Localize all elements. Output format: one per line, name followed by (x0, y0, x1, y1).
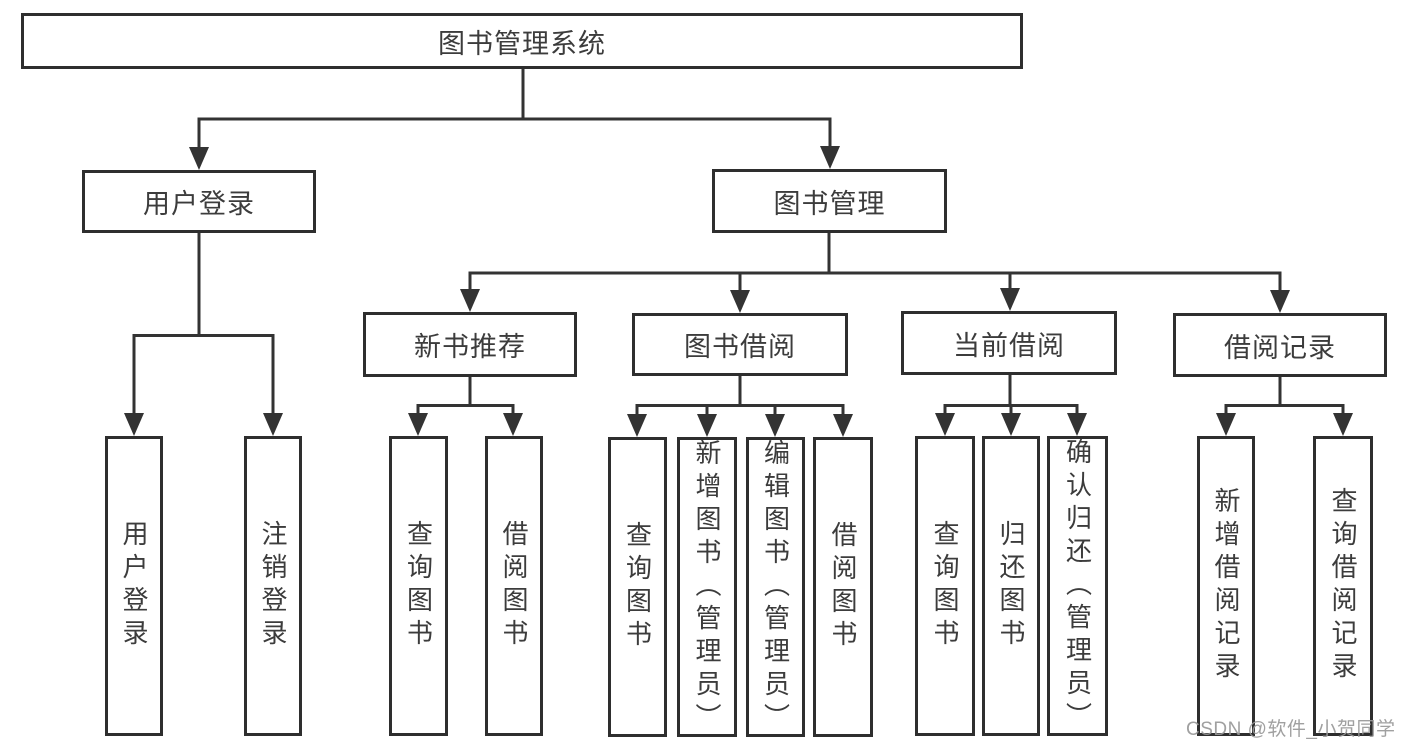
leaf-label: 查询图书 (622, 521, 653, 653)
leaf-login-user-login: 用户登录 (105, 436, 163, 736)
leaf-label: 查询图书 (930, 520, 960, 652)
node-new-book-recommend: 新书推荐 (363, 312, 577, 377)
leaf-label: 注销登录 (258, 520, 288, 652)
node-book-borrowing: 图书借阅 (632, 313, 848, 376)
leaf-label: 新增图书（管理员） (692, 438, 722, 736)
leaf-label: 借阅图书 (499, 520, 529, 652)
edge-root-to-level2 (189, 68, 840, 170)
leaf-label: 归还图书 (996, 520, 1026, 652)
node-current-borrowing: 当前借阅 (901, 311, 1117, 375)
leaf-current-confirm-return-admin: 确认归还（管理员） (1047, 436, 1108, 736)
edge-borrowrecord-to-leaves (1216, 377, 1353, 436)
leaf-label: 用户登录 (119, 520, 149, 652)
leaf-records-add-record: 新增借阅记录 (1197, 436, 1255, 736)
node-user-login: 用户登录 (82, 170, 316, 233)
leaf-current-return-books: 归还图书 (982, 436, 1040, 736)
node-library-system: 图书管理系统 (21, 13, 1023, 69)
leaf-recommend-query-books: 查询图书 (389, 436, 448, 736)
leaf-label: 编辑图书（管理员） (760, 438, 791, 736)
leaf-recommend-borrow-books: 借阅图书 (485, 436, 543, 736)
leaf-borrowing-borrow-books: 借阅图书 (813, 437, 873, 737)
edge-currentborrow-to-leaves (935, 375, 1087, 436)
csdn-watermark: CSDN @软件_小贺同学 (1186, 719, 1396, 740)
leaf-borrowing-edit-books-admin: 编辑图书（管理员） (746, 437, 805, 737)
leaf-label: 新增借阅记录 (1211, 487, 1241, 685)
leaf-current-query-books: 查询图书 (915, 436, 975, 736)
edge-bookmgmt-to-level3 (460, 233, 1290, 313)
edge-bookborrow-to-leaves (627, 376, 853, 437)
edge-userlogin-to-leaves (124, 233, 283, 436)
leaf-login-logout: 注销登录 (244, 436, 302, 736)
leaf-label: 借阅图书 (828, 521, 858, 653)
leaf-label: 确认归还（管理员） (1062, 437, 1093, 735)
node-borrowing-records: 借阅记录 (1173, 313, 1387, 377)
leaf-borrowing-add-books-admin: 新增图书（管理员） (677, 437, 737, 737)
node-book-management: 图书管理 (712, 169, 947, 233)
leaf-records-query-record: 查询借阅记录 (1313, 436, 1373, 736)
leaf-label: 查询借阅记录 (1328, 487, 1358, 685)
leaf-label: 查询图书 (403, 520, 434, 652)
edge-newbookrec-to-leaves (408, 377, 523, 436)
leaf-borrowing-query-books: 查询图书 (608, 437, 667, 737)
